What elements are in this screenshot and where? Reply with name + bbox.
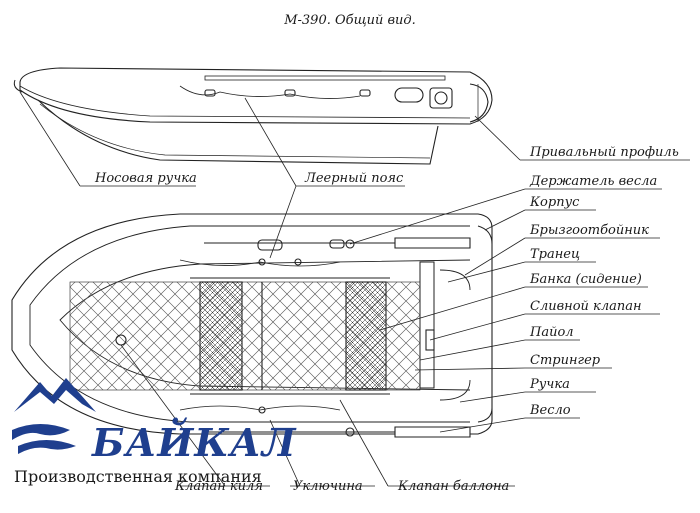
leader-lines: [19, 91, 690, 487]
logo-subtitle: Производственная компания: [14, 467, 262, 486]
label-klapan-ballona: Клапан баллона: [397, 479, 509, 494]
side-lifeline: [179, 85, 361, 99]
label-nosovaya-ruchka: Носовая ручка: [94, 171, 197, 186]
label-stringer: Стрингер: [530, 353, 601, 368]
label-klapan-kilya: Клапан киля: [174, 479, 263, 494]
label-tranec: Транец: [530, 247, 580, 262]
top-view: [11, 213, 493, 438]
side-hull-bottom: [37, 99, 439, 165]
side-view: [13, 67, 493, 165]
label-privalny-profil: Привальный профиль: [529, 145, 679, 160]
logo-brand: БАЙКАЛ: [91, 418, 297, 465]
label-bryzgootboynik: Брызгоотбойник: [529, 223, 649, 238]
seat-mesh-right: [345, 281, 387, 391]
seat-mesh-left: [199, 281, 243, 391]
label-leerny-poyas: Леерный пояс: [304, 171, 404, 186]
label-derzhatel-vesla: Держатель весла: [529, 174, 657, 189]
wave-icon: [12, 424, 70, 440]
side-rub-strake: [19, 85, 471, 119]
diagram-title: M-390. Общий вид.: [283, 13, 416, 28]
label-ruchka: Ручка: [529, 377, 570, 392]
side-hull-tube: [19, 67, 493, 125]
label-payol: Пайол: [529, 325, 574, 340]
label-uklyuchina: Уключина: [293, 479, 363, 494]
mountain-icon: [14, 378, 96, 412]
label-slivnoy-klapan: Сливной клапан: [530, 299, 642, 314]
top-hull-inner: [29, 225, 470, 423]
baikal-logo: БАЙКАЛ Производственная компания: [12, 378, 297, 486]
label-korpus: Корпус: [529, 195, 580, 210]
label-banka: Банка (сидение): [529, 272, 642, 287]
label-veslo: Весло: [529, 403, 571, 418]
